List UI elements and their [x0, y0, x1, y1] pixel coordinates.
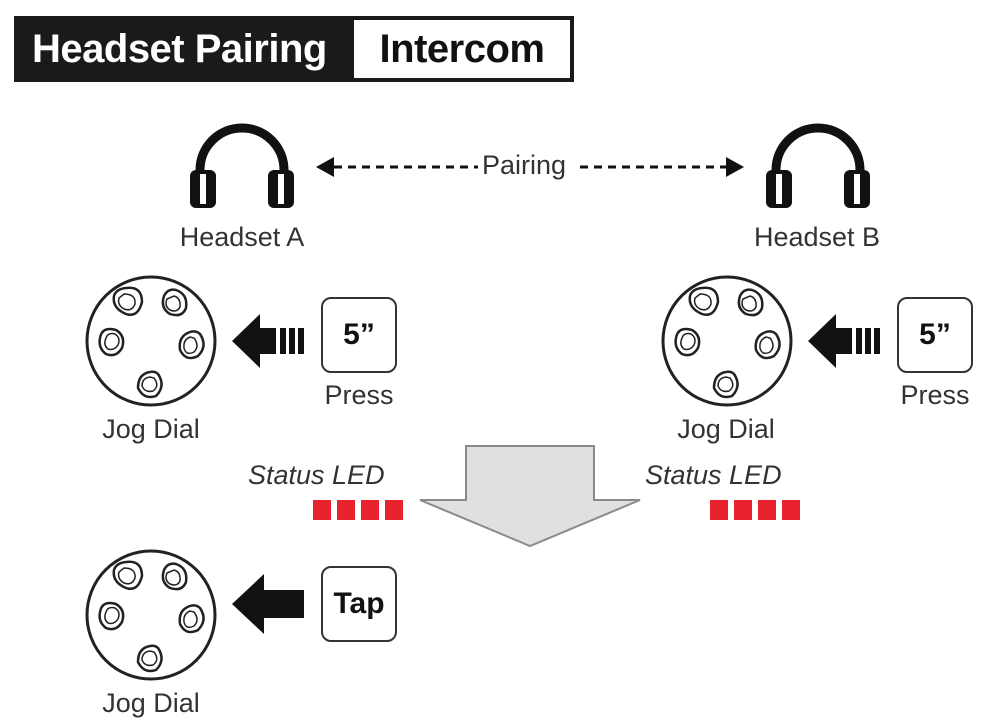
tap-arrow-icon: [232, 574, 304, 634]
press-label: Press: [900, 380, 970, 410]
led-segment: [385, 500, 403, 520]
press-label: Press: [324, 380, 394, 410]
led-segment: [337, 500, 355, 520]
led-segment: [710, 500, 728, 520]
led-segment: [313, 500, 331, 520]
headset-a-label: Headset A: [179, 222, 305, 252]
press-key: 5”: [321, 297, 397, 373]
led-segment: [758, 500, 776, 520]
status-led: [313, 500, 403, 520]
pairing-arrow: [316, 157, 744, 177]
status-led-label: Status LED: [248, 460, 385, 490]
jog-dial-icon: [85, 549, 217, 681]
press-key: 5”: [897, 297, 973, 373]
led-segment: [782, 500, 800, 520]
down-arrow-icon: [419, 445, 641, 548]
press-arrow-icon: [232, 314, 304, 368]
jog-dial-icon: [661, 275, 793, 407]
jog-dial-icon: [85, 275, 217, 407]
pairing-label: Pairing: [482, 150, 567, 180]
status-led: [710, 500, 800, 520]
jog-dial-label: Jog Dial: [102, 688, 200, 718]
led-segment: [734, 500, 752, 520]
headphones-icon: [190, 123, 294, 208]
page-title: Headset Pairing: [14, 16, 350, 82]
led-segment: [361, 500, 379, 520]
jog-dial-label: Jog Dial: [677, 414, 775, 444]
headphones-icon: [766, 123, 870, 208]
title-bar: Headset Pairing Intercom: [14, 16, 574, 82]
status-led-label: Status LED: [645, 460, 782, 490]
press-arrow-icon: [808, 314, 880, 368]
headset-b-label: Headset B: [753, 222, 881, 252]
mode-tab-intercom: Intercom: [350, 16, 574, 82]
tap-key: Tap: [321, 566, 397, 642]
jog-dial-label: Jog Dial: [102, 414, 200, 444]
